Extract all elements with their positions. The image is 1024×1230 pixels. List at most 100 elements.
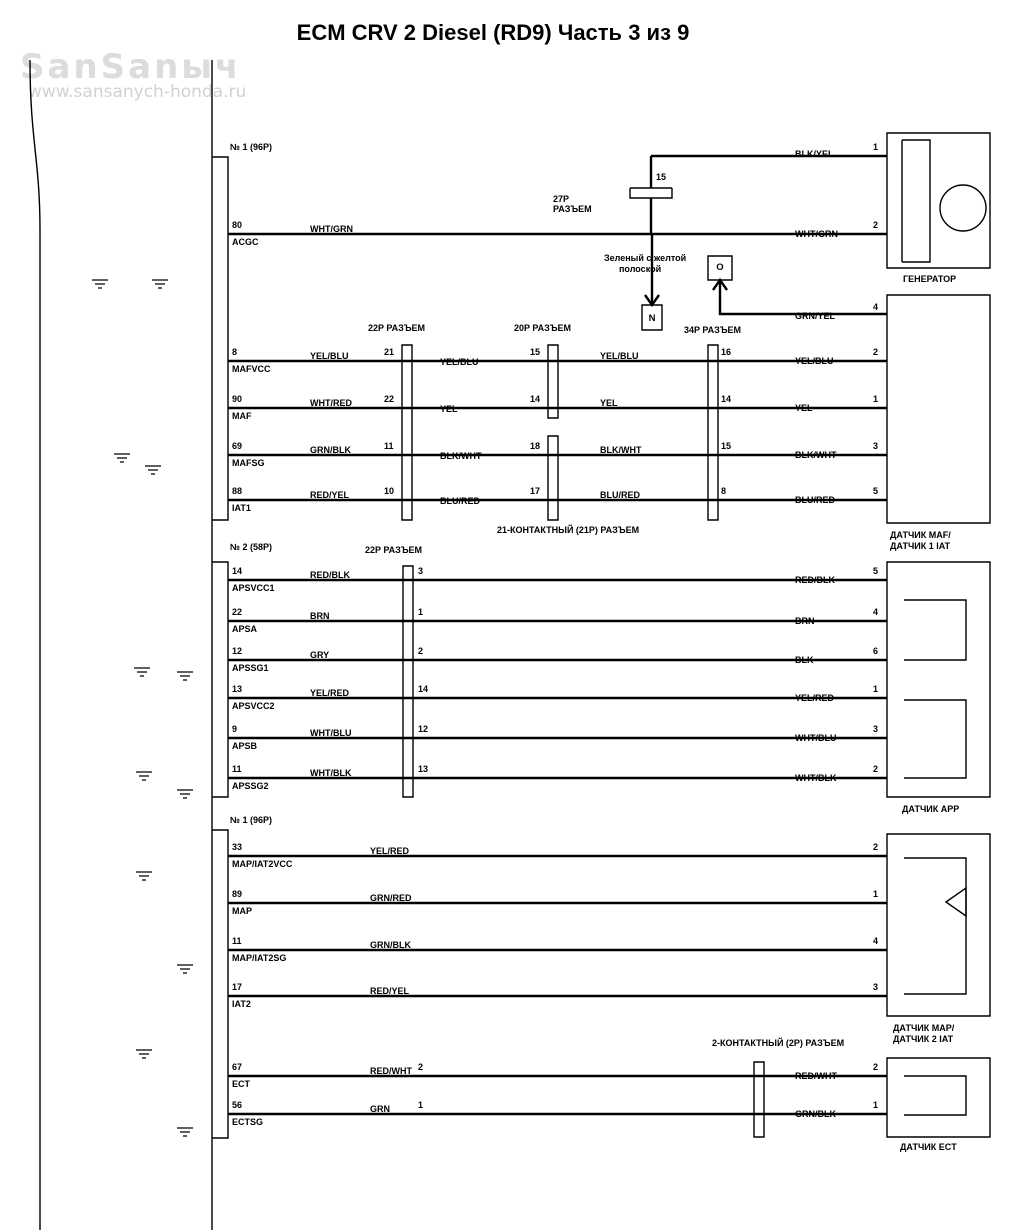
connector-27p-body (629, 187, 673, 199)
wire-color-label: RED/BLK (795, 575, 835, 585)
component-pin-label: 1 (873, 684, 878, 694)
schematic-structure (92, 132, 991, 1139)
wire-color-label: GRN/BLK (310, 445, 351, 455)
connector-2p-body (753, 1061, 765, 1138)
generator-box (886, 132, 991, 269)
wire-color-note-line2: полоской (619, 264, 661, 274)
connector-27p-label-line1: 27P (553, 194, 569, 204)
ecm-pin-label: 69 (232, 441, 242, 451)
component-pin-label: 2 (873, 347, 878, 357)
ecm-pin-label: 17 (232, 982, 242, 992)
c27p-pin-label: 15 (656, 172, 666, 182)
gen-pin1-wire-label: BLK/YEL (795, 149, 834, 159)
ecm-signal-name: ACGC (232, 237, 259, 247)
map-sensor-box (886, 833, 991, 1017)
ecm-pin-label: 88 (232, 486, 242, 496)
connector-22p-a-body (401, 344, 413, 521)
connector-22p-b-body (402, 565, 414, 798)
generator-symbol (939, 184, 987, 232)
app-sensor-internal (904, 599, 967, 779)
ref-n-label: N (649, 313, 656, 324)
connector-pin-label: 2 (418, 646, 423, 656)
connector-pin-label: 8 (721, 486, 726, 496)
ecm-pin-label: 8 (232, 347, 237, 357)
map-sensor-internal (904, 857, 967, 995)
ground-symbol (177, 789, 193, 799)
wire-color-label: GRN (370, 1104, 390, 1114)
component-pin-label: 4 (873, 936, 878, 946)
ecm-pin-label: 11 (232, 936, 242, 946)
component-ect-label: ДАТЧИК ECT (900, 1142, 957, 1152)
wire-color-label: YEL/RED (370, 846, 410, 856)
connector-pin-label: 17 (530, 486, 540, 496)
connector-pin-label: 13 (418, 764, 428, 774)
ground-symbol (136, 871, 152, 881)
wire-color-label: RED/WHT (370, 1066, 412, 1076)
ecm-pin-label: 89 (232, 889, 242, 899)
ecm-signal-name: MAP/IAT2SG (232, 953, 286, 963)
wire-color-note-line1: Зеленый с желтой (604, 253, 686, 263)
ground-symbol (136, 771, 152, 781)
ground-symbol (177, 1127, 193, 1137)
ecm-pin-label: 33 (232, 842, 242, 852)
connector-pin-label: 14 (418, 684, 428, 694)
wire-color-label: GRN/RED (370, 893, 412, 903)
component-pin-label: 2 (873, 842, 878, 852)
connector-ecm-58p-label: № 2 (58P) (230, 542, 272, 552)
ecm-pin-label: 13 (232, 684, 242, 694)
app-sensor-box (886, 561, 991, 798)
connector-22p-b-label: 22P РАЗЪЕМ (365, 545, 422, 555)
connector-pin-label: 2 (418, 1062, 423, 1072)
gen-pin1-label: 1 (873, 142, 878, 152)
ect-sensor-internal (904, 1075, 967, 1116)
ecm-pin-label: 56 (232, 1100, 242, 1110)
gen-o-wire-label: GRN/YEL (795, 311, 836, 321)
ecm-signal-name: MAP/IAT2VCC (232, 859, 293, 869)
maf-sensor-box (886, 294, 991, 524)
wire-color-label: GRN/BLK (795, 1109, 836, 1119)
ecm-signal-name: APSSG1 (232, 663, 269, 673)
ref-o-box (707, 255, 733, 281)
connector-pin-label: 22 (384, 394, 394, 404)
ecm-signal-name: MAP (232, 906, 252, 916)
ect-sensor-box (886, 1057, 991, 1138)
ecm-signal-name: MAF (232, 411, 252, 421)
ecm-signal-name: APSA (232, 624, 258, 634)
connector-21p-label: 21-КОНТАКТНЫЙ (21P) РАЗЪЕМ (497, 524, 639, 535)
connector-pin-label: 16 (721, 347, 731, 357)
watermark-logo: SanSanыч (20, 47, 241, 87)
ecm-pin-label: 90 (232, 394, 242, 404)
gen-o-pin-label: 4 (873, 302, 878, 312)
ecm-pin-label: 14 (232, 566, 242, 576)
wire-color-label: RED/YEL (310, 490, 350, 500)
ground-symbol (114, 453, 130, 463)
connector-pin-label: 12 (418, 724, 428, 734)
component-pin-label: 4 (873, 607, 878, 617)
component-pin-label: 2 (873, 1062, 878, 1072)
ecm-signal-name: MAFSG (232, 458, 265, 468)
component-maf-label-line2: ДАТЧИК 1 IAT (890, 541, 951, 551)
connector-pin-label: 15 (721, 441, 731, 451)
connector-27p-label-line2: РАЗЪЕМ (553, 204, 592, 214)
ecm-pin-label: 80 (232, 220, 242, 230)
wire-color-label: GRY (310, 650, 329, 660)
watermark-url: www.sansanych-honda.ru (28, 82, 246, 102)
wire-color-label: WHT/GRN (310, 224, 353, 234)
ecm-signal-name: IAT2 (232, 999, 251, 1009)
ecm-signal-name: APSB (232, 741, 258, 751)
connector-ecm-96p-b-label: № 1 (96P) (230, 815, 272, 825)
wire-color-label: BRN (795, 616, 815, 626)
ground-symbol (145, 465, 161, 475)
wire-color-label: YEL (600, 398, 618, 408)
ecm-signal-name: APSVCC1 (232, 583, 275, 593)
